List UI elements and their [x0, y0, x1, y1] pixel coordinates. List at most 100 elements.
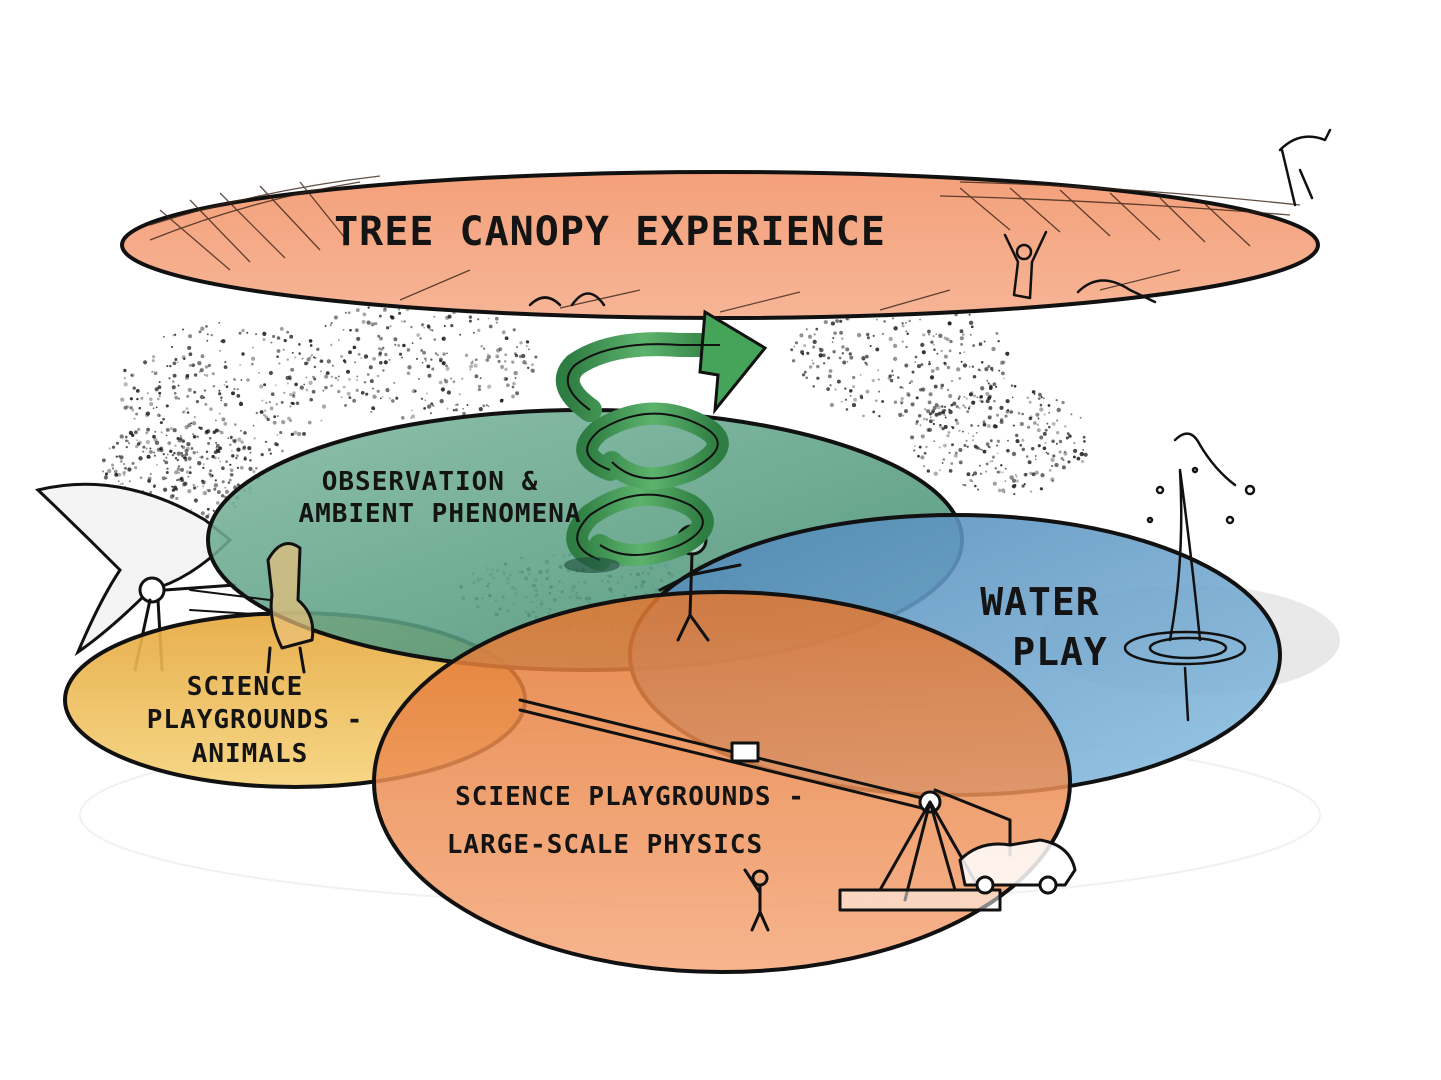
animals-label: SCIENCE PLAYGROUNDS - ANIMALS	[147, 672, 363, 769]
mist-dot	[1003, 491, 1006, 494]
mist-dot	[177, 465, 181, 468]
mist-dot	[320, 419, 323, 422]
mist-dot	[389, 325, 392, 328]
mist-dot	[892, 374, 894, 376]
mist-dot	[514, 377, 517, 379]
mist-dot	[987, 382, 990, 385]
mist-dot	[842, 360, 847, 365]
mist-dot	[1044, 428, 1048, 432]
mist-dot	[511, 360, 515, 364]
mist-dot	[206, 488, 210, 492]
mist-dot	[853, 397, 858, 402]
mist-dot	[1052, 454, 1056, 458]
mist-dot	[965, 439, 968, 442]
mist-dot	[423, 326, 426, 329]
mist-dot	[908, 319, 912, 323]
mist-dot	[236, 447, 241, 452]
mist-dot	[205, 457, 209, 461]
mist-dot	[459, 333, 462, 336]
mist-dot	[378, 314, 382, 318]
mist-dot	[151, 355, 156, 359]
mist-dot	[246, 378, 250, 382]
mist-dot	[954, 451, 958, 455]
mist-dot	[1063, 451, 1068, 456]
mist-dot	[1070, 413, 1073, 416]
mist-dot	[899, 386, 902, 389]
mist-dot	[281, 419, 286, 425]
mist-dot	[1039, 435, 1044, 440]
mist-dot	[146, 454, 151, 459]
water-splash-icon	[1123, 432, 1256, 722]
mist-dot	[400, 416, 405, 420]
mist-dot	[958, 406, 961, 410]
mist-dot	[209, 469, 212, 473]
mist-dot	[255, 411, 258, 415]
mist-dot	[233, 387, 236, 391]
mist-dot	[822, 353, 826, 358]
mist-dot	[117, 472, 122, 477]
mist-dot	[326, 359, 331, 364]
mist-dot	[295, 401, 300, 406]
mist-dot	[893, 326, 898, 331]
mist-dot	[198, 426, 201, 429]
mist-dot	[933, 384, 938, 389]
mist-dot	[378, 347, 382, 351]
mist-dot	[247, 446, 252, 451]
mist-dot	[398, 311, 402, 315]
mist-dot	[171, 385, 176, 390]
mist-dot	[1073, 448, 1078, 453]
mist-dot	[211, 454, 215, 459]
mist-dot	[906, 332, 909, 335]
mist-dot	[1048, 425, 1051, 429]
mist-dot	[272, 334, 276, 338]
mist-dot	[303, 361, 308, 366]
mist-dot	[209, 473, 214, 478]
mist-dot	[114, 472, 119, 477]
mist-dot	[322, 389, 325, 392]
mist-dot	[938, 446, 941, 449]
mist-dot	[152, 434, 156, 439]
mist-dot	[959, 336, 964, 341]
mist-dot	[159, 421, 163, 425]
mist-dot	[1040, 396, 1043, 399]
mist-dot	[366, 320, 371, 325]
mist-dot	[184, 425, 189, 430]
mist-dot	[125, 439, 128, 443]
mist-dot	[283, 391, 286, 394]
mist-dot	[974, 484, 977, 488]
mist-dot	[192, 434, 197, 439]
mist-dot	[297, 432, 302, 437]
mist-dot	[963, 395, 966, 398]
mist-dot	[438, 357, 443, 362]
mist-dot	[991, 346, 996, 352]
mist-dot	[360, 357, 363, 359]
mist-dot	[474, 358, 478, 362]
mist-dot	[925, 418, 928, 421]
mist-dot	[374, 321, 378, 326]
mist-dot	[486, 353, 489, 355]
mist-dot	[887, 376, 892, 381]
mist-dot	[920, 342, 925, 348]
mist-dot	[515, 346, 519, 349]
mist-dot	[469, 364, 474, 369]
mist-dot	[279, 327, 284, 331]
mist-dot	[365, 392, 369, 396]
mist-dot	[212, 509, 215, 512]
mist-dot	[935, 366, 940, 371]
mist-dot	[1040, 473, 1045, 478]
mist-dot	[380, 397, 382, 400]
mist-dot	[246, 331, 249, 334]
mist-dot	[176, 361, 179, 364]
mist-dot	[910, 402, 915, 407]
mist-dot	[228, 478, 232, 482]
mist-dot	[818, 347, 821, 350]
water-label-line1: WATER	[980, 580, 1099, 624]
mist-dot	[942, 458, 946, 461]
mist-dot	[145, 431, 149, 435]
mist-dot	[1014, 473, 1017, 477]
mist-dot	[270, 392, 275, 396]
mist-dot	[849, 394, 852, 397]
mist-dot	[943, 362, 948, 366]
mist-dot	[309, 356, 312, 359]
mist-dot	[149, 490, 153, 494]
